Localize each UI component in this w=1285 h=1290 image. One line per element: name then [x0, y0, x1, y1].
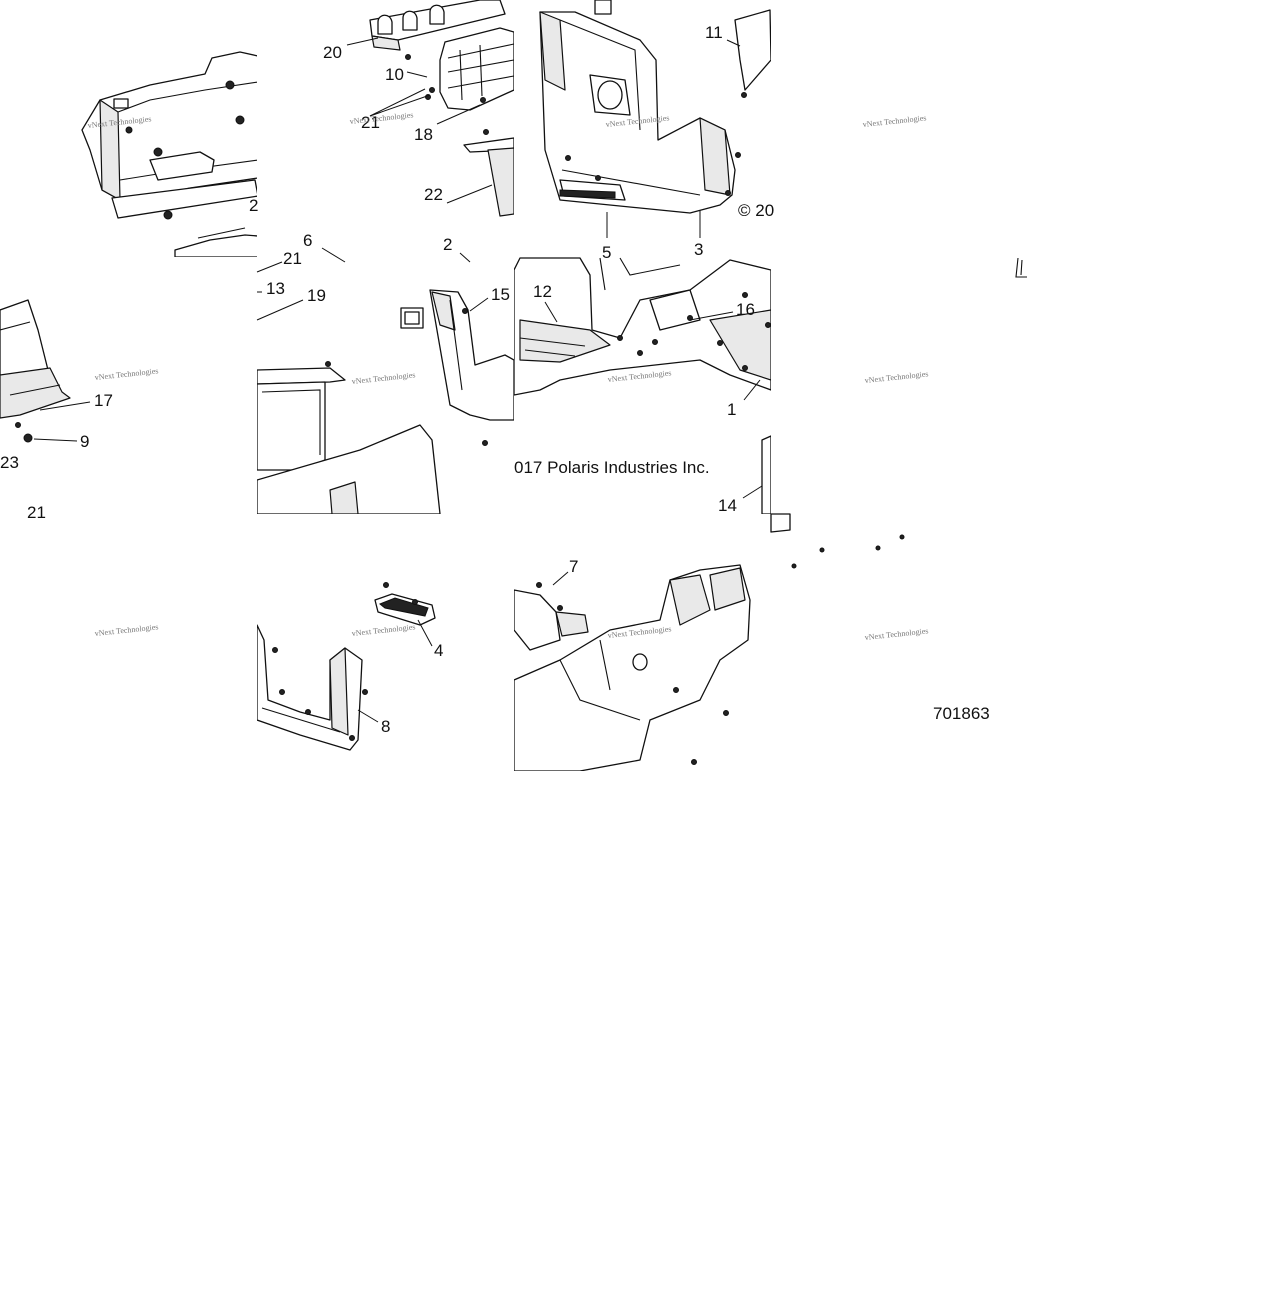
callout-12: 12 — [533, 282, 552, 301]
callout-11: 11 — [705, 23, 723, 42]
callout-22: 22 — [424, 185, 443, 204]
callout-2: 2 — [443, 235, 452, 254]
callout-10: 10 — [385, 65, 404, 84]
watermark: vNext Technologies — [349, 110, 414, 126]
callout-15: 15 — [491, 285, 510, 304]
callout-20: 20 — [323, 43, 342, 62]
callout-23: 23 — [0, 453, 19, 472]
leader-lines — [33, 37, 763, 723]
callout-6: 6 — [303, 231, 312, 250]
callout-18: 18 — [414, 125, 433, 144]
front-floor-assembly — [514, 564, 751, 771]
misc-glyph — [1015, 257, 1027, 278]
watermark: vNext Technologies — [862, 113, 927, 129]
storage-bin-and-door-panel — [257, 289, 514, 514]
callout-16: 16 — [736, 300, 755, 319]
callout-5: 5 — [602, 243, 611, 262]
callout-7: 7 — [569, 557, 578, 576]
callout-2-edge: 2 — [249, 196, 258, 215]
watermark: vNext Technologies — [864, 369, 929, 385]
watermark: vNext Technologies — [351, 622, 416, 638]
callout-4: 4 — [434, 641, 443, 660]
rear-cargo-panel — [81, 51, 257, 257]
callout-19: 19 — [307, 286, 326, 305]
side-panel-assembly — [539, 0, 771, 214]
tailgate-assembly — [0, 299, 71, 443]
callout-9: 9 — [80, 432, 89, 451]
copyright-line: 017 Polaris Industries Inc. — [514, 458, 710, 477]
callout-3: 3 — [694, 240, 703, 259]
watermark: vNext Technologies — [94, 366, 159, 382]
watermark: vNext Technologies — [351, 370, 416, 386]
callout-21-edge: 21 — [283, 249, 302, 268]
callout-14: 14 — [718, 496, 737, 515]
copyright-fragment: © 20 — [738, 201, 774, 220]
diagram-number: 701863 — [933, 704, 990, 723]
callout-21: 21 — [361, 113, 380, 132]
lower-door-and-step — [257, 582, 436, 751]
loose-fasteners — [770, 513, 905, 569]
watermark: vNext Technologies — [607, 368, 672, 384]
callouts: 20 10 21 18 22 11 5 3 6 2 2 21 13 19 15 … — [0, 23, 755, 736]
callout-13: 13 — [266, 279, 285, 298]
callout-1: 1 — [727, 400, 736, 419]
callout-8: 8 — [381, 717, 390, 736]
floor-pan-assembly — [514, 257, 771, 514]
watermark: vNext Technologies — [94, 622, 159, 638]
callout-17: 17 — [94, 391, 113, 410]
callout-21-lower: 21 — [27, 503, 46, 522]
storage-lid-and-bin — [369, 0, 514, 217]
watermark: vNext Technologies — [864, 626, 929, 642]
